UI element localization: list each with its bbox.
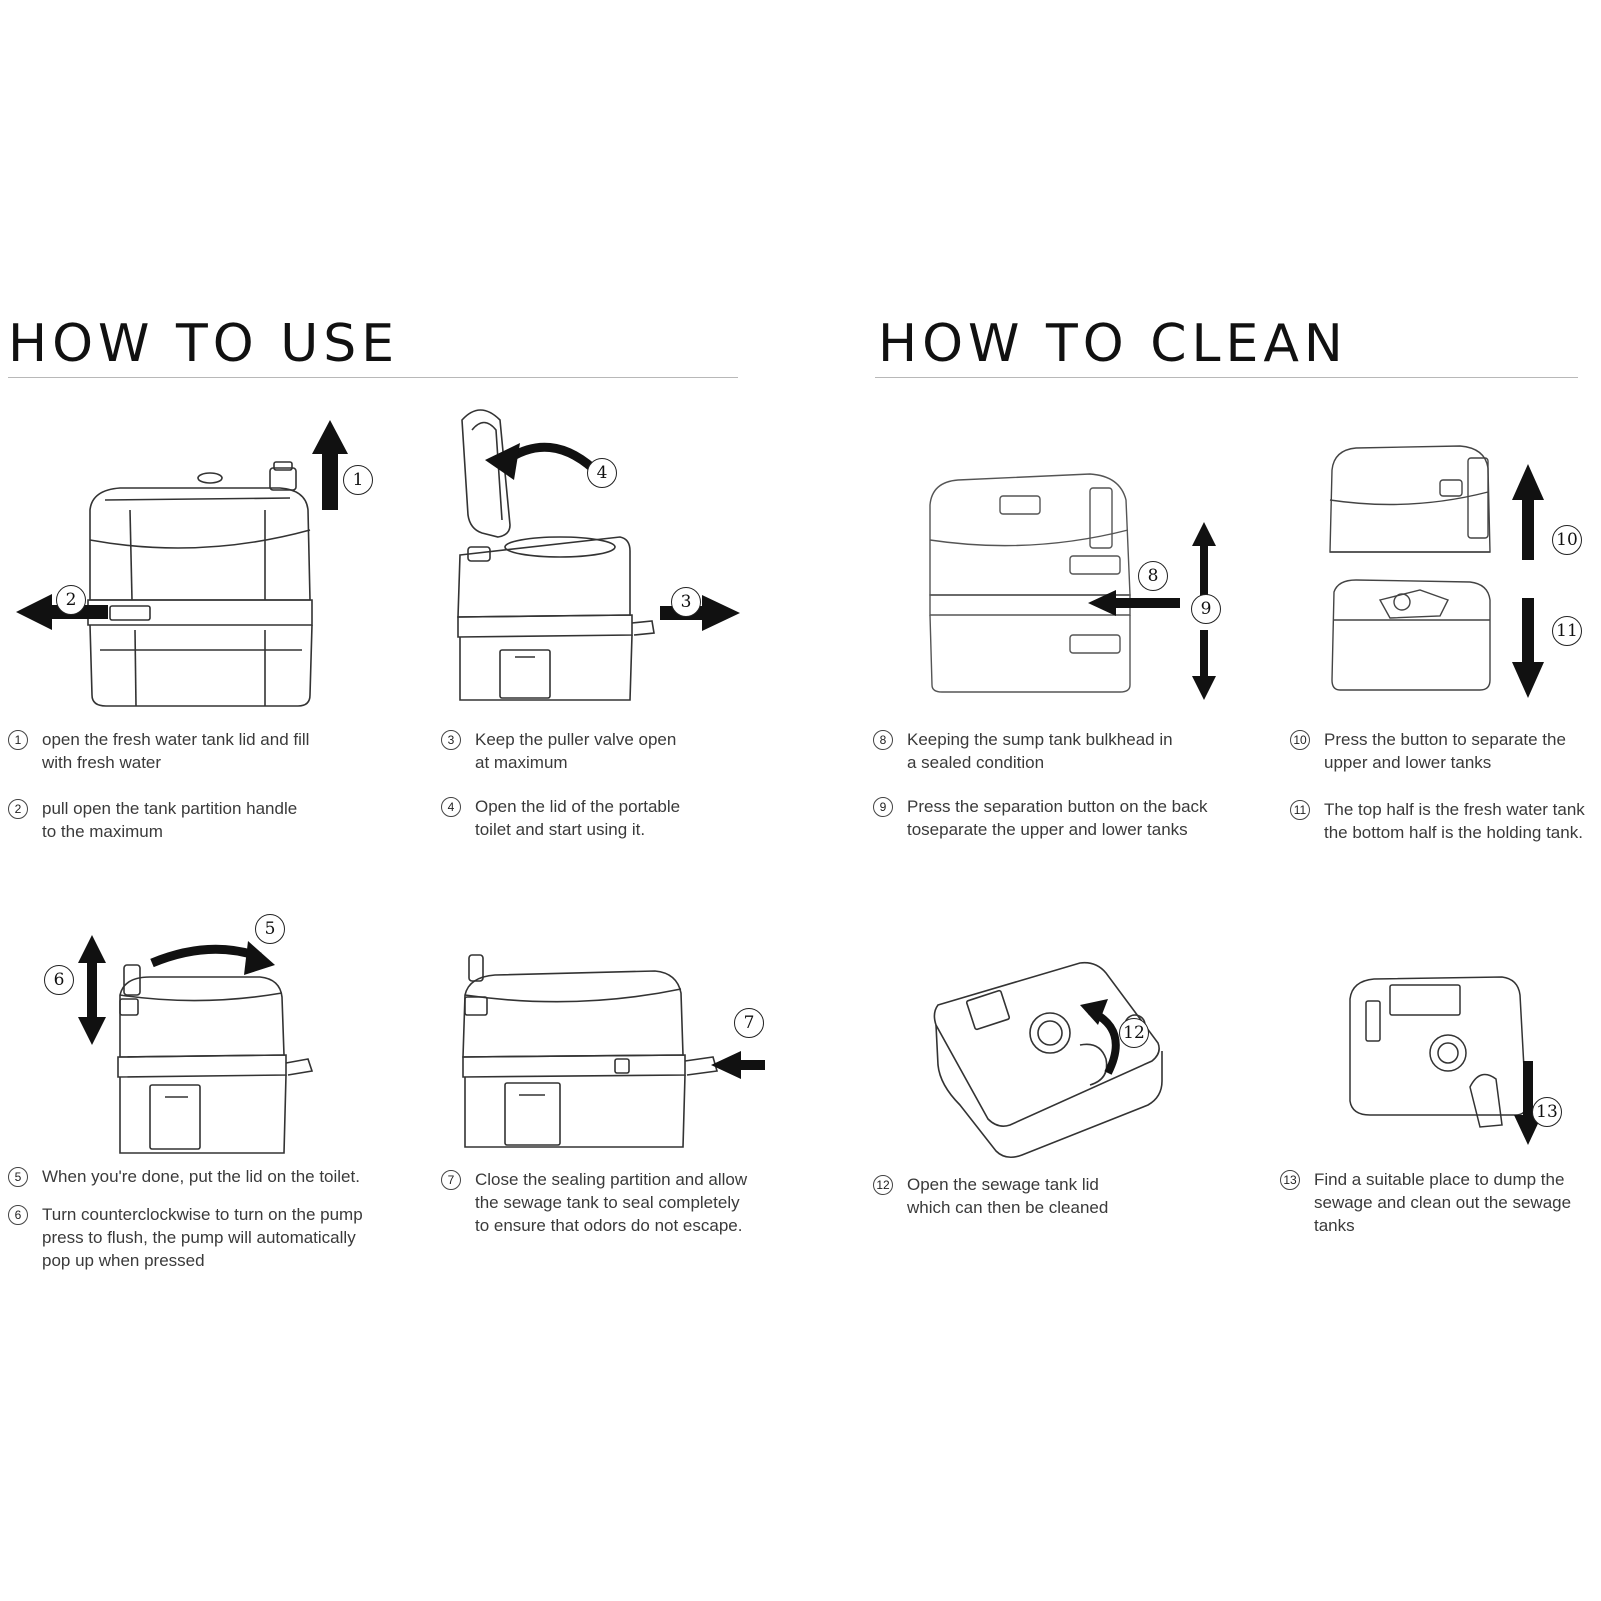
step-number-badge: 7 xyxy=(441,1170,461,1190)
step-1: 1 open the fresh water tank lid and fill… xyxy=(8,728,309,774)
step-text: pull open the tank partition handle to t… xyxy=(42,799,298,841)
callout-2: 2 xyxy=(56,585,86,615)
callout-3: 3 xyxy=(671,587,701,617)
callout-7: 7 xyxy=(734,1008,764,1038)
step-text: Close the sealing partition and allow th… xyxy=(475,1170,748,1235)
step-5: 5 When you're done, put the lid on the t… xyxy=(8,1165,360,1188)
callout-4: 4 xyxy=(587,458,617,488)
illustration-open-sewage-lid xyxy=(930,955,1170,1165)
illustration-sealed-and-separate xyxy=(920,460,1216,700)
step-number-badge: 5 xyxy=(8,1167,28,1187)
step-number-badge: 4 xyxy=(441,797,461,817)
step-number-badge: 1 xyxy=(8,730,28,750)
step-6: 6 Turn counterclockwise to turn on the p… xyxy=(8,1203,363,1272)
callout-6: 6 xyxy=(44,965,74,995)
step-2: 2 pull open the tank partition handle to… xyxy=(8,797,297,843)
step-number-badge: 11 xyxy=(1290,800,1310,820)
step-12: 12 Open the sewage tank lid which can th… xyxy=(873,1173,1108,1219)
how-to-use-rule xyxy=(8,377,738,378)
step-7: 7 Close the sealing partition and allow … xyxy=(441,1168,747,1237)
step-number-badge: 2 xyxy=(8,799,28,819)
callout-12: 12 xyxy=(1119,1018,1149,1048)
how-to-clean-title: HOW TO CLEAN xyxy=(878,314,1348,374)
illustration-close-lid-and-pump xyxy=(78,935,330,1160)
step-text: Keep the puller valve open at maximum xyxy=(475,730,677,772)
step-number-badge: 9 xyxy=(873,797,893,817)
step-number-badge: 12 xyxy=(873,1175,893,1195)
step-text: Find a suitable place to dump the sewage… xyxy=(1314,1170,1572,1235)
step-text: Press the button to separate the upper a… xyxy=(1324,730,1566,772)
callout-8: 8 xyxy=(1138,561,1168,591)
step-text: Open the sewage tank lid which can then … xyxy=(907,1175,1109,1217)
step-number-badge: 3 xyxy=(441,730,461,750)
step-text: Press the separation button on the back … xyxy=(907,797,1208,839)
callout-5: 5 xyxy=(255,914,285,944)
step-text: When you're done, put the lid on the toi… xyxy=(42,1167,360,1186)
callout-11: 11 xyxy=(1552,616,1582,646)
step-text: Turn counterclockwise to turn on the pum… xyxy=(42,1205,363,1270)
callout-13: 13 xyxy=(1532,1097,1562,1127)
how-to-clean-rule xyxy=(875,377,1578,378)
step-number-badge: 13 xyxy=(1280,1170,1300,1190)
illustration-close-partition xyxy=(455,955,765,1165)
step-3: 3 Keep the puller valve open at maximum xyxy=(441,728,676,774)
step-11: 11 The top half is the fresh water tank … xyxy=(1290,798,1585,844)
step-text: Keeping the sump tank bulkhead in a seal… xyxy=(907,730,1173,772)
step-13: 13 Find a suitable place to dump the sew… xyxy=(1280,1168,1571,1237)
step-4: 4 Open the lid of the portable toilet an… xyxy=(441,795,680,841)
step-text: The top half is the fresh water tank the… xyxy=(1324,800,1585,842)
step-10: 10 Press the button to separate the uppe… xyxy=(1290,728,1566,774)
callout-1: 1 xyxy=(343,465,373,495)
how-to-use-title: HOW TO USE xyxy=(8,314,400,374)
step-9: 9 Press the separation button on the bac… xyxy=(873,795,1208,841)
step-number-badge: 10 xyxy=(1290,730,1310,750)
illustration-dump-sewage xyxy=(1330,975,1542,1145)
step-number-badge: 8 xyxy=(873,730,893,750)
step-text: Open the lid of the portable toilet and … xyxy=(475,797,681,839)
step-number-badge: 6 xyxy=(8,1205,28,1225)
illustration-upper-lower-tanks xyxy=(1320,440,1544,698)
step-text: open the fresh water tank lid and fill w… xyxy=(42,730,310,772)
illustration-open-lid-and-valve xyxy=(440,405,740,715)
callout-10: 10 xyxy=(1552,525,1582,555)
illustration-fill-and-pull xyxy=(16,420,348,720)
step-8: 8 Keeping the sump tank bulkhead in a se… xyxy=(873,728,1173,774)
callout-9: 9 xyxy=(1191,594,1221,624)
